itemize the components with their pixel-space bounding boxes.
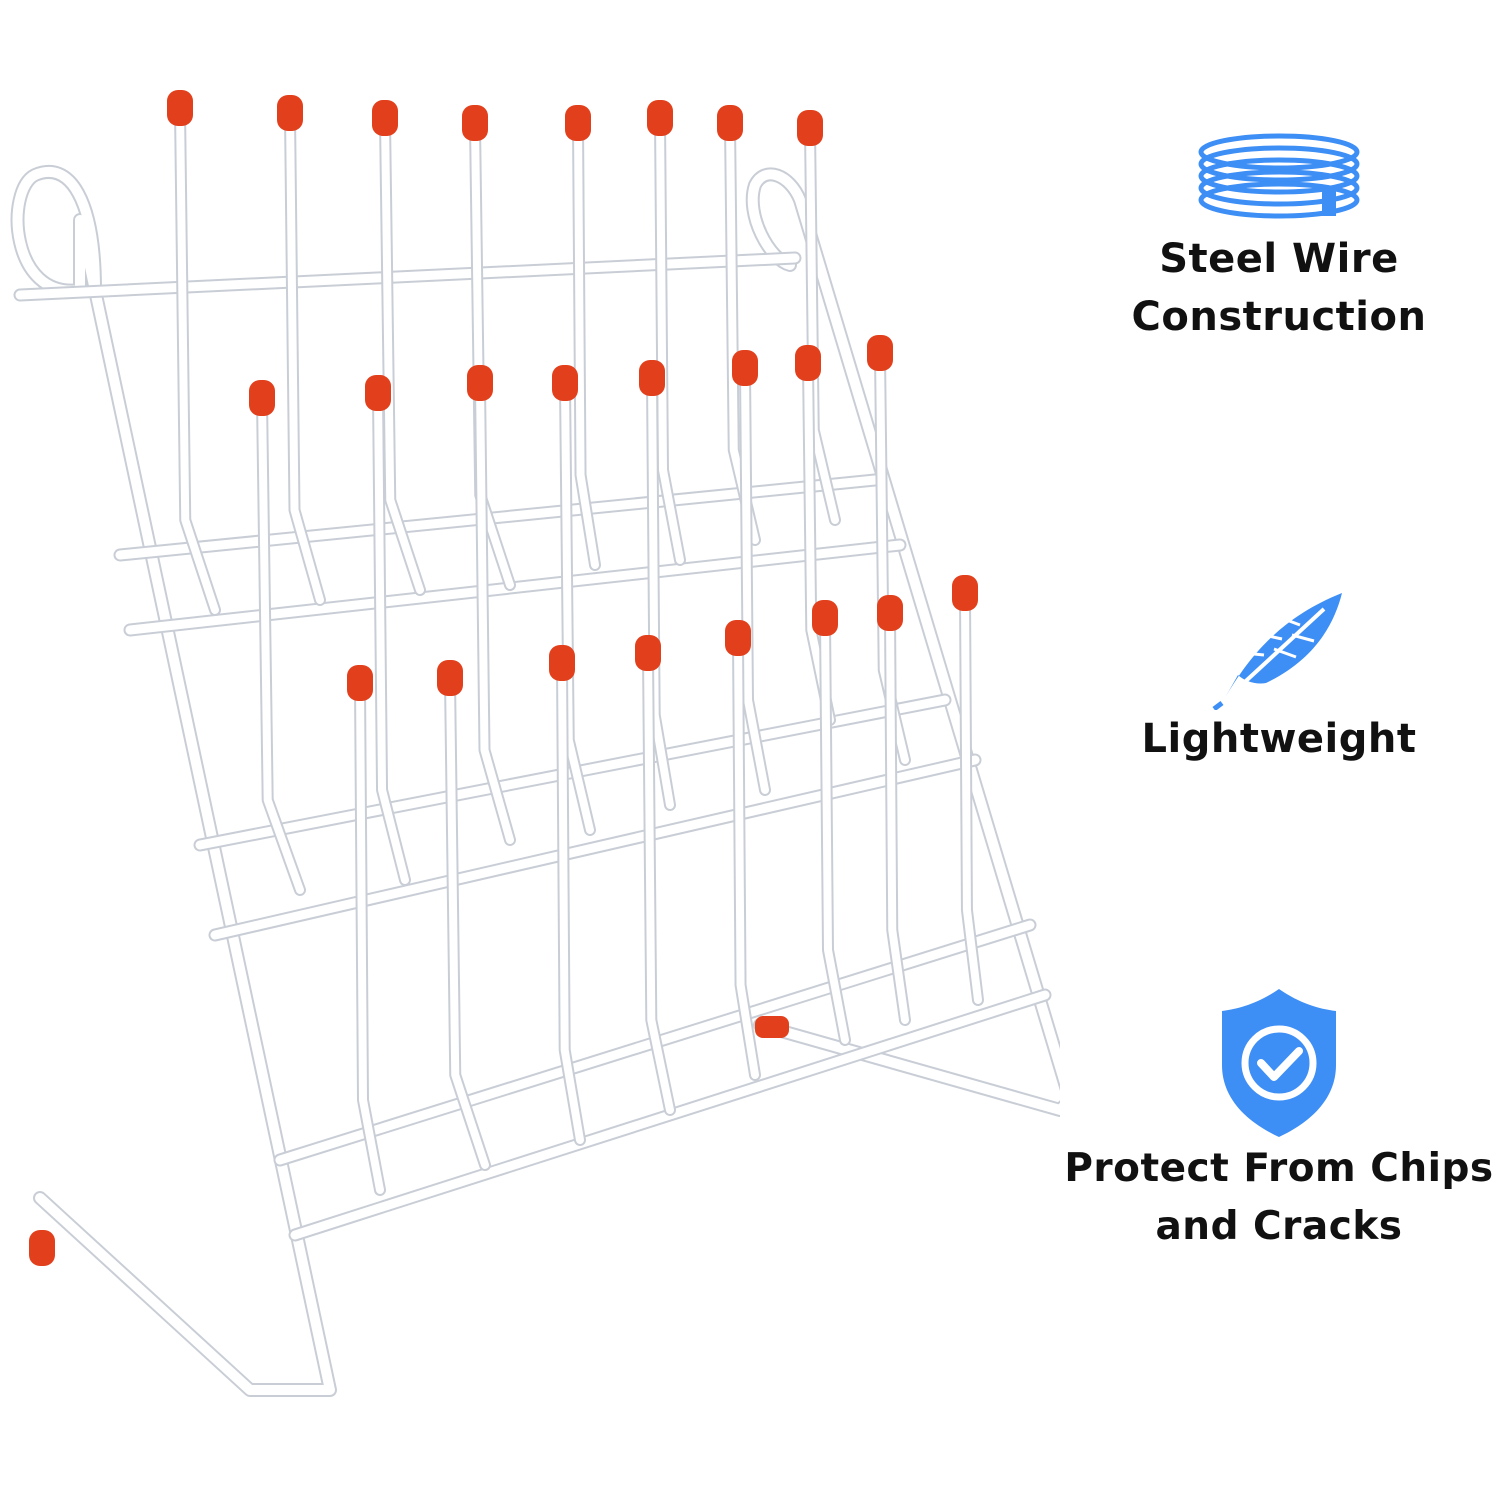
peg-tip-14 (732, 350, 758, 386)
rack-frame (10, 164, 1060, 1397)
peg-tip-6 (647, 100, 673, 136)
peg-tip-17 (347, 665, 373, 701)
peg-tip-3 (372, 100, 398, 136)
foot-tip-left (29, 1230, 55, 1266)
left-frame (12, 166, 335, 1395)
feature-label-protect: Protect From Chips and Cracks (1064, 1146, 1494, 1249)
peg-tip-1 (167, 90, 193, 126)
shield-check-icon (1222, 989, 1336, 1137)
feature-icon (1212, 593, 1342, 710)
peg-23 (886, 611, 909, 1024)
peg-21 (734, 636, 759, 1079)
peg-tip-23 (877, 595, 903, 631)
peg-24 (961, 591, 982, 1004)
peg-tip-7 (717, 105, 743, 141)
foot-tip-right (755, 1016, 789, 1038)
peg-tip-16 (867, 335, 893, 371)
peg-22 (821, 616, 849, 1044)
feature-lightweight: Lightweight (1060, 585, 1498, 768)
peg-11 (476, 381, 514, 844)
peg-16 (876, 351, 909, 764)
rack-pegs (29, 90, 984, 1266)
peg-9 (258, 396, 304, 894)
peg-tip-4 (462, 105, 488, 141)
peg-6 (656, 116, 684, 564)
feature-label-steel-wire: Steel Wire Construction (1131, 236, 1427, 340)
peg-5 (574, 121, 599, 569)
peg-12 (561, 381, 594, 834)
crossbar-5 (210, 755, 980, 940)
peg-tip-5 (565, 105, 591, 141)
feature-steel-wire: Steel Wire Construction (1060, 130, 1498, 346)
peg-tip-15 (795, 345, 821, 381)
peg-19 (558, 661, 584, 1144)
peg-tip-2 (277, 95, 303, 131)
peg-tip-21 (725, 620, 751, 656)
peg-tip-12 (552, 365, 578, 401)
drying-rack-image (10, 90, 1060, 1397)
peg-tip-18 (437, 660, 463, 696)
peg-13 (648, 376, 674, 809)
peg-17 (356, 681, 384, 1194)
feature-protect: Protect From Chips and Cracks (1060, 985, 1498, 1256)
peg-18 (446, 676, 489, 1169)
feature-label-lightweight: Lightweight (1141, 716, 1417, 762)
peg-10 (374, 391, 409, 884)
peg-2 (286, 111, 324, 604)
feature-list: Steel Wire Construction Lightweight Prot… (1060, 0, 1498, 1498)
peg-tip-11 (467, 365, 493, 401)
left-frame-outline (10, 164, 337, 1397)
wire-coil-icon (1198, 133, 1360, 219)
peg-tip-10 (365, 375, 391, 411)
peg-tip-22 (812, 600, 838, 636)
peg-1 (176, 106, 219, 614)
peg-3 (381, 116, 424, 594)
peg-20 (644, 651, 674, 1114)
peg-tip-8 (797, 110, 823, 146)
crossbar-1 (15, 253, 800, 300)
peg-tip-24 (952, 575, 978, 611)
peg-tip-13 (639, 360, 665, 396)
peg-tip-20 (635, 635, 661, 671)
peg-tip-19 (549, 645, 575, 681)
peg-14 (741, 366, 769, 794)
right-frame (747, 169, 1060, 1115)
peg-tip-9 (249, 380, 275, 416)
